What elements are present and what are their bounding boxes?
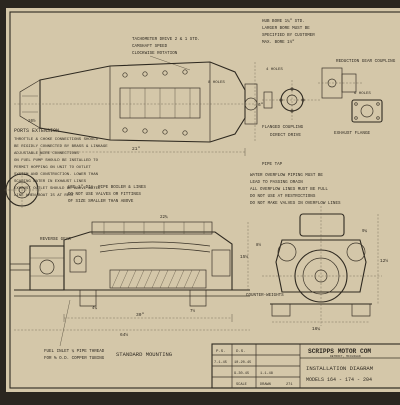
rev-cell: D.S. [236,350,246,354]
water-line: WATER OVERFLOW PIPING MUST BE [250,174,323,178]
hose-notes: USE 1" DIA. PIPE BOILER & LINES DO NOT U… [68,185,146,204]
hose-line: USE 1" DIA. PIPE BOILER & LINES [68,185,146,190]
counter-label: COUNTER-WEIGHTS [246,294,284,298]
title-block: P.S. D.S. 7-1-45 10-20-45 9-30-45 1-1-48… [211,343,400,389]
note-line: SCARING WATER IN EXHAUST LINES [14,180,87,184]
water-line: DO NOT MAKE VALVES IN OVERFLOW LINES [250,202,341,206]
hose-line: OF SIZE SMALLER THAN ABOVE [68,200,134,204]
note-line: PERMIT HOPPING ON UNIT TO OUTLET [14,166,91,170]
engine-front-view: 16¼ 12½ COUNTER-WEIGHTS 9¼ 8½ [246,206,388,332]
flywheel-end-view [4,172,42,208]
water-line: LEAD TO PASSING DRAIN [250,181,303,185]
dim-label: 22¾ [160,215,168,220]
flanged-label: FLANGED COUPLING [262,125,304,130]
dwg-no-cell: 271 [286,383,292,387]
engine-plan-view: 21" 6" 8 HOLES [14,61,264,156]
tach-label: TACHOMETER DRIVE 2 & 1 STD. [132,38,200,42]
note-line: ON FUEL PUMP SHOULD BE INSTALLED TO [14,159,99,163]
fuel-inlet-note: FUEL INLET ¼ PIPE THREAD FOR ⅜ O.D. COPP… [44,299,105,361]
rev-cell: 7-1-45 [214,361,227,365]
company-name: SCRIPPS MOTOR COM [308,348,371,355]
tachometer-note: TACHOMETER DRIVE 2 & 1 STD. CAMSHAFT SPE… [132,38,200,71]
flanged-coupling [262,80,320,120]
reduction-label: REDUCTION GEAR COUPLING [336,59,396,64]
dim-label: 30" [136,312,144,318]
date-cell: 1-1-48 [260,372,273,376]
water-line: ALL OVERFLOW LINES MUST BE FULL [250,188,328,192]
exhaust-flange [351,99,383,123]
note-line: THROTTLE & CHOKE CONNECTIONS SHOULD [14,138,99,142]
dim-label: 8½ [256,243,262,248]
fuel-line: FOR ⅜ O.D. COPPER TUBING [44,357,105,361]
scale-cell: SCALE [236,383,247,387]
dim-label: 7½ [190,309,196,314]
dim-label: 15½ [240,254,248,260]
drawing-title: INSTALLATION DIAGRAM [306,365,373,372]
holes-label: 8 HOLES [208,81,225,85]
fuel-line: FUEL INLET ¼ PIPE THREAD [44,349,105,354]
pipe-label: PIPE TAP [262,163,283,167]
dim-label: 16¼ [312,326,320,332]
drawing-models: MODELS 164 - 174 - 204 [306,377,372,383]
hose-line: DO NOT USE VALVES OR FITTINGS [68,193,141,197]
rev-cell: 10-20-45 [234,361,251,365]
dim-label: 4¼ [92,306,98,311]
water-line: DO NOT USE AT RESTRICTIONS [250,195,316,199]
tach-line: CAMSHAFT SPEED [132,45,168,49]
notes-heading: PORTS EXTENSION [14,128,59,134]
mounting-label: STANDARD MOUNTING [116,351,172,358]
hub-line: LARGER BORE MUST BE [262,27,310,31]
couplings: FLANGED COUPLING DIRECT DRIVE 4 HOLES RE… [262,59,396,138]
hub-line: SPECIFIED BY CUSTOMER [262,34,315,38]
holes-label: 6 HOLES [354,92,371,96]
paper [6,8,400,392]
dim-label: 21" [132,146,140,152]
direct-label: DIRECT DRIVE [270,133,301,138]
water-notes: PIPE TAP WATER OVERFLOW PIPING MUST BE L… [250,163,341,206]
reverse-label: REVERSE GEAR [40,237,71,242]
dim-label: 6" [258,102,264,108]
drawn-cell: DRAWN [260,383,271,387]
reduction-coupling [318,67,362,99]
dim-label: 64½ [120,332,128,338]
tach-line: CLOCKWISE ROTATION [132,52,178,56]
engine-side-view: 30" 64½ 15½ REVERSE GEAR 4¼ 7½ [10,221,250,338]
dim-label: 12½ [380,258,388,264]
rev-cell: 9-30-45 [234,372,249,376]
hub-line: MAX. BORE 1½" [262,40,295,45]
note-line: ADJUSTABLE WIRE CONNECTIONS [14,152,79,156]
exhaust-label: EXHAUST FLANGE [334,131,371,136]
notes-left: PORTS EXTENSION THROTTLE & CHOKE CONNECT… [14,128,108,198]
note-line: EXHAUST OUTLET SHOULD BE ABOVE WATER [14,187,101,191]
note-line: SYSTEM AND CONSTRUCTION. LOWER THAN [14,173,99,177]
company-city: DETROIT, MICHIGAN [330,355,361,358]
holes-label: 4 HOLES [266,68,283,72]
hub-bore-note: HUB BORE 1¼" STD. LARGER BORE MUST BE SP… [262,19,315,45]
dim-label: 9¼ [362,229,368,234]
note-line: BE RIGIDLY CONNECTED BY BRASS & LINKAGE [14,145,108,149]
dim-label: 10½ [28,119,36,124]
hub-line: HUB BORE 1¼" STD. [262,19,305,24]
note-line: LINE WHEN BOAT IS AT REST [14,194,75,198]
rev-cell: P.S. [216,350,226,354]
